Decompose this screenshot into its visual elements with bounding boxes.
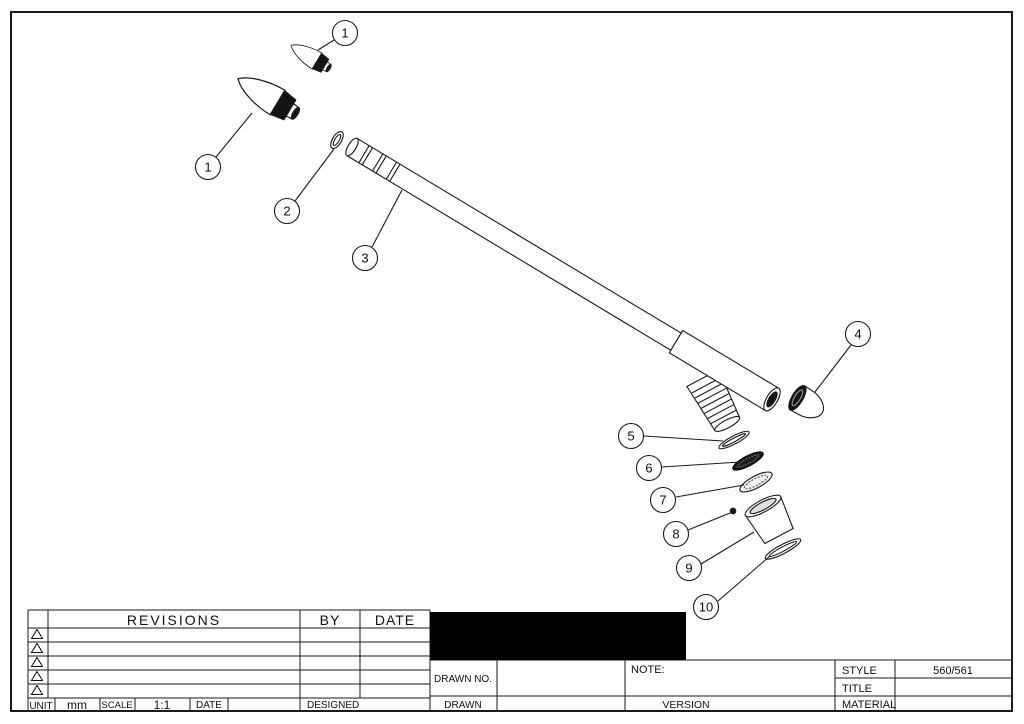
style-label: STYLE <box>842 665 877 677</box>
part-1-nose-cone <box>237 77 301 121</box>
balloon-2: 2 <box>273 148 335 225</box>
balloon-label: 7 <box>659 493 666 508</box>
leader-line <box>675 484 745 498</box>
drawn-no-label: DRAWN NO. <box>434 674 492 685</box>
leader-line <box>717 555 771 602</box>
title-block: REVISIONS BY DATE UNIT mm SCALE 1:1 DATE… <box>27 609 1012 712</box>
balloon-10: 10 <box>692 555 771 621</box>
balloon-6: 6 <box>635 454 741 482</box>
part-5-o-ring <box>718 430 750 450</box>
balloon-4: 4 <box>814 320 872 393</box>
balloon-1a: 1 <box>317 19 359 51</box>
balloon-5: 5 <box>617 422 724 450</box>
balloon-callouts: 1 1 2 3 4 5 6 <box>194 19 872 621</box>
designed-label: DESIGNED <box>307 700 359 711</box>
balloon-1b: 1 <box>194 112 253 181</box>
revision-markers <box>30 628 44 695</box>
leader-line <box>700 531 755 565</box>
leader-line <box>317 39 335 51</box>
balloon-label: 1 <box>204 160 211 175</box>
blacked-out-area <box>430 612 686 660</box>
revision-triangle-icon <box>30 656 44 667</box>
balloon-label: 10 <box>699 600 713 615</box>
balloon-8: 8 <box>662 512 731 548</box>
balloon-9: 9 <box>675 531 755 582</box>
balloon-label: 4 <box>854 327 861 342</box>
part-7-gasket <box>739 471 773 493</box>
leader-line <box>814 344 852 393</box>
balloon-label: 1 <box>341 26 348 41</box>
scale-label: SCALE <box>101 700 132 711</box>
balloon-label: 6 <box>645 461 652 476</box>
leader-line <box>687 512 731 531</box>
part-9-nozzle-housing <box>744 494 794 545</box>
balloon-label: 3 <box>361 251 368 266</box>
part-8-pin <box>729 507 737 515</box>
part-2-o-ring <box>330 130 344 150</box>
part-6-filter-mesh <box>732 451 764 471</box>
balloon-label: 9 <box>685 561 692 576</box>
leader-line <box>294 148 335 202</box>
part-3-threaded-boss <box>686 368 741 432</box>
scale-value: 1:1 <box>154 698 171 712</box>
balloon-label: 8 <box>672 527 679 542</box>
by-header: BY <box>320 612 341 628</box>
version-label: VERSION <box>662 699 709 711</box>
part-1-nose-cone-small <box>290 44 332 73</box>
style-value: 560/561 <box>933 665 973 677</box>
balloon-7: 7 <box>649 484 745 514</box>
leader-line <box>371 189 403 248</box>
leader-line <box>215 112 253 158</box>
sheet-border <box>10 11 1013 712</box>
leader-line <box>643 435 724 442</box>
date-header: DATE <box>375 612 415 628</box>
revision-triangle-icon <box>30 670 44 681</box>
unit-value: mm <box>67 698 87 712</box>
revision-triangle-icon <box>30 628 44 639</box>
date-label: DATE <box>196 700 222 711</box>
balloon-label: 5 <box>627 429 634 444</box>
leader-line <box>661 461 741 468</box>
unit-label: UNIT <box>29 701 52 712</box>
part-4-end-cap <box>788 384 825 419</box>
part-3-tube <box>345 137 781 412</box>
material-label: MATERIAL <box>842 699 896 711</box>
note-label: NOTE: <box>631 664 665 676</box>
revision-triangle-icon <box>30 684 44 695</box>
exploded-view <box>237 44 825 560</box>
revisions-header: REVISIONS <box>127 612 221 628</box>
balloon-3: 3 <box>351 189 403 272</box>
drawn-label: DRAWN <box>444 700 481 711</box>
revision-triangle-icon <box>30 642 44 653</box>
title-label: TITLE <box>842 683 872 695</box>
balloon-label: 2 <box>283 204 290 219</box>
